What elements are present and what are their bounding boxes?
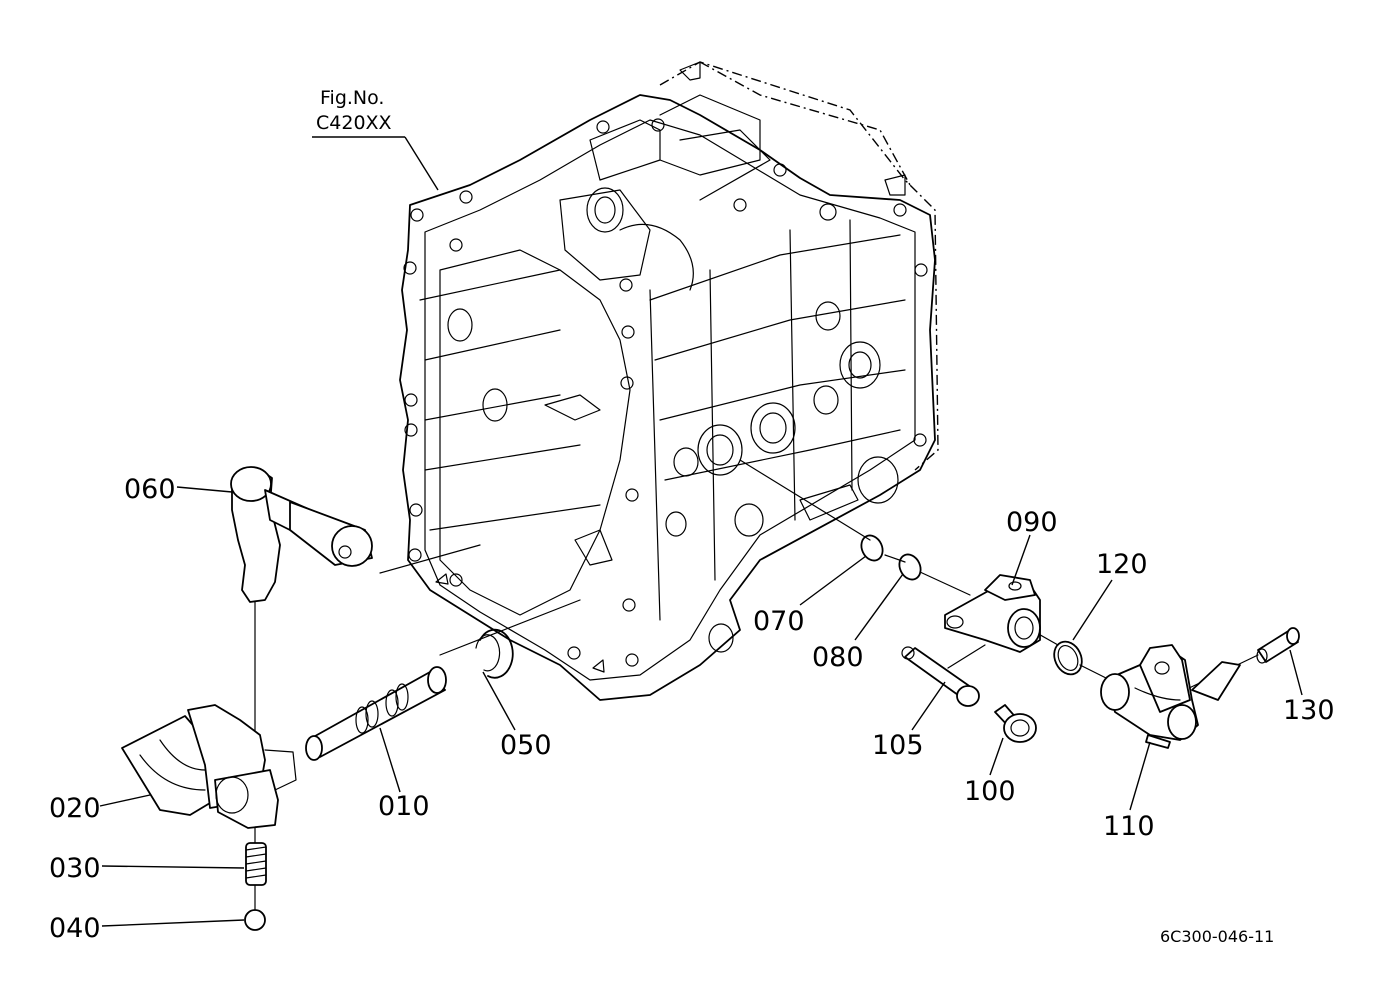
part-label-080: 080	[812, 642, 864, 673]
part-label-050: 050	[500, 730, 552, 761]
part-label-030: 030	[49, 853, 101, 884]
fig-code-label: C420XX	[316, 112, 392, 134]
part-label-105: 105	[872, 730, 924, 761]
fig-no-label: Fig.No.	[320, 87, 384, 109]
part-040-ball	[244, 909, 266, 931]
drawing-code: 6C300-046-11	[1160, 927, 1274, 946]
callout-120: 120	[1072, 549, 1148, 641]
callout-060: 060	[124, 474, 233, 505]
part-090-holder	[944, 574, 1041, 653]
part-label-060: 060	[124, 474, 176, 505]
part-030-spring	[245, 842, 267, 886]
transmission-case	[399, 61, 939, 701]
callout-020: 020	[49, 793, 151, 824]
part-label-010: 010	[378, 791, 430, 822]
part-020-shift-fork	[121, 704, 297, 829]
part-050-ring	[475, 628, 514, 679]
callout-040: 040	[49, 913, 245, 944]
part-110-shift-lever	[1100, 644, 1241, 749]
callout-130: 130	[1283, 649, 1335, 726]
callout-070: 070	[753, 555, 867, 637]
callout-030: 030	[49, 853, 245, 884]
part-130-pin	[1256, 627, 1300, 664]
part-label-110: 110	[1103, 811, 1155, 842]
callout-110: 110	[1103, 741, 1155, 842]
callout-080: 080	[812, 573, 904, 673]
callout-010: 010	[378, 727, 430, 822]
part-070-o-ring	[860, 534, 884, 562]
part-080-o-ring	[898, 553, 922, 581]
part-label-120: 120	[1096, 549, 1148, 580]
figure-reference: Fig.No. C420XX	[312, 87, 439, 191]
callout-050: 050	[482, 671, 552, 761]
part-label-020: 020	[49, 793, 101, 824]
part-label-130: 130	[1283, 695, 1335, 726]
part-label-100: 100	[964, 776, 1016, 807]
part-100-bolt	[994, 704, 1037, 743]
part-120-o-ring	[1053, 640, 1083, 676]
callout-090: 090	[1006, 507, 1058, 586]
callout-100: 100	[964, 737, 1016, 807]
part-label-040: 040	[49, 913, 101, 944]
part-060-lever-shaft	[230, 466, 373, 603]
part-label-090: 090	[1006, 507, 1058, 538]
part-105-pin	[901, 646, 980, 707]
callout-105: 105	[872, 681, 946, 761]
part-010-shift-rod	[305, 666, 447, 761]
part-label-070: 070	[753, 606, 805, 637]
